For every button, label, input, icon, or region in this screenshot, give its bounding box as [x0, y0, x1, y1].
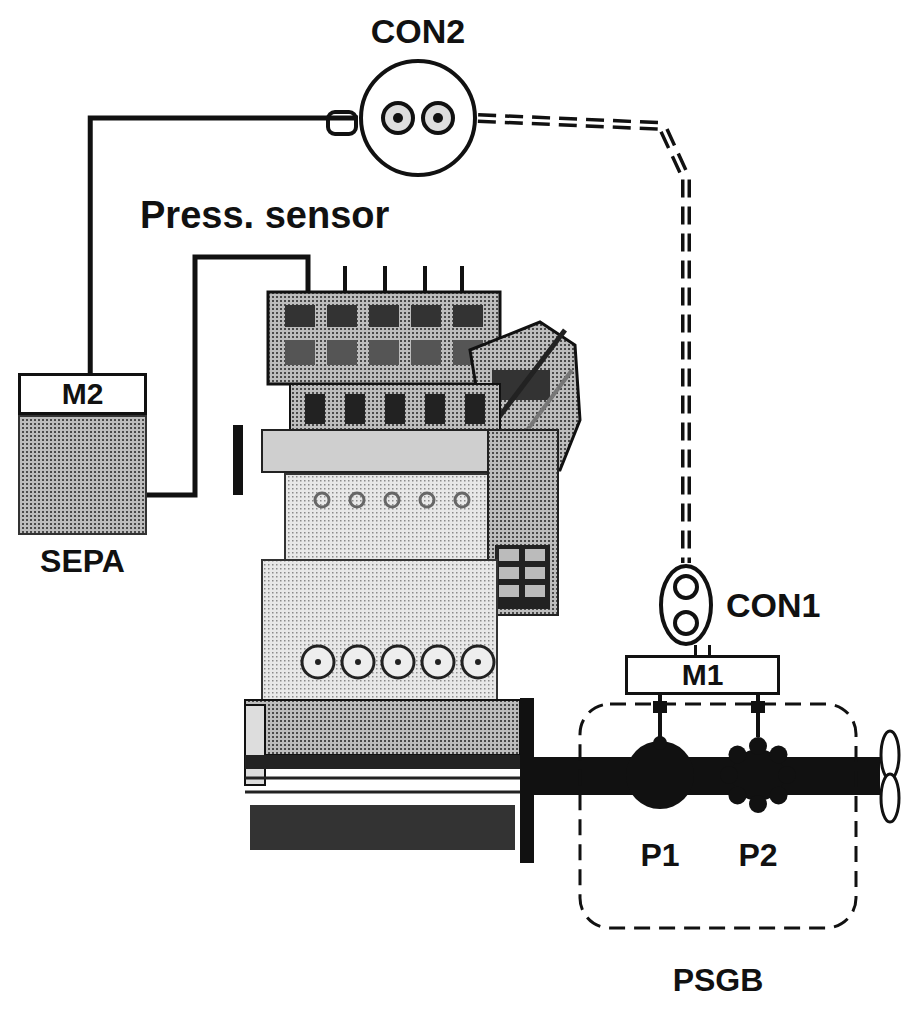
box-label: M2	[62, 379, 104, 409]
gearbox-group: PSGBP1P2	[578, 702, 858, 930]
pump-symbol: P2	[720, 737, 796, 813]
module-box: M2	[18, 373, 147, 415]
part-name: P1	[640, 839, 679, 871]
part-name: CON1	[726, 588, 820, 622]
separator-unit: SEPA	[18, 415, 147, 535]
connector-line	[696, 645, 710, 655]
pump-symbol: P1	[622, 737, 698, 813]
connector-circle: CON2	[358, 58, 478, 178]
box-label: M1	[682, 660, 724, 690]
connector-line	[478, 118, 686, 563]
part-name: SEPA	[40, 545, 125, 577]
module-box: M1	[625, 655, 780, 695]
separator-unit-shape	[18, 415, 147, 535]
part-name: CON2	[371, 14, 465, 48]
connector-line	[751, 695, 765, 737]
connector-oval: CON1	[658, 563, 714, 647]
gearbox-group-shape	[578, 702, 858, 930]
part-name: PSGB	[673, 964, 764, 996]
pump-symbol-shape	[622, 737, 698, 813]
connector-line	[90, 118, 358, 373]
connector-oval-shape	[658, 563, 714, 647]
sensor-label: Press. sensor	[140, 196, 389, 234]
pump-symbol-shape	[720, 737, 796, 813]
part-name: P2	[738, 839, 777, 871]
connector-line	[653, 695, 667, 737]
connector-circle-shape	[358, 58, 478, 178]
